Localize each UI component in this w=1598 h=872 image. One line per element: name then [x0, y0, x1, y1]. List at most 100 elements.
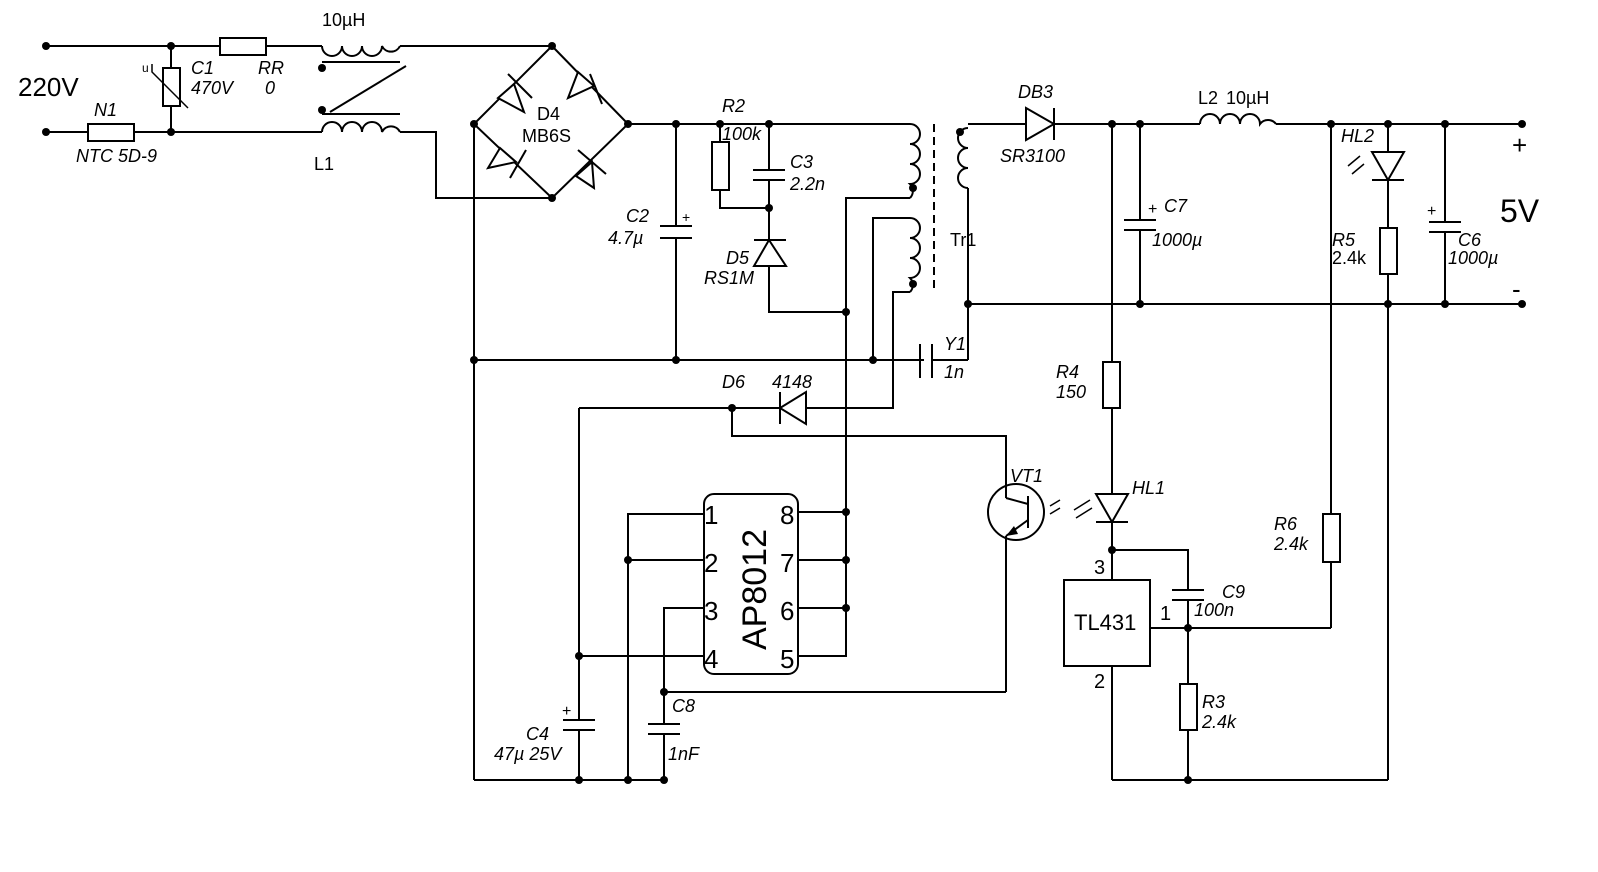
vt1-ref: VT1 — [1010, 466, 1043, 486]
output-minus-label: - — [1512, 274, 1521, 304]
r2-value: 100k — [722, 124, 762, 144]
varistor-mark: u — [142, 61, 149, 75]
resistor-r4 — [1102, 361, 1121, 409]
r4-value: 150 — [1056, 382, 1086, 402]
rr-value: 0 — [265, 78, 275, 98]
r5-ref: R5 — [1332, 230, 1356, 250]
y1-value: 1n — [944, 362, 964, 382]
l2-ref: L2 — [1198, 88, 1218, 108]
ap8012-pin-3: 3 — [704, 596, 718, 626]
transistor-vt1 — [987, 483, 1045, 541]
r4-ref: R4 — [1056, 362, 1079, 382]
choke-l1 — [318, 45, 407, 133]
d4-value: MB6S — [522, 126, 571, 146]
ic-tl431 — [1063, 579, 1151, 667]
c3-value: 2.2n — [789, 174, 825, 194]
led-hl2 — [1370, 151, 1406, 183]
ap8012-pin-8: 8 — [780, 500, 794, 530]
controller-section: D6 4148 VT1 AP8012 1 2 3 4 8 7 6 5 — [474, 308, 1061, 784]
ic-ap8012 — [703, 493, 799, 675]
ap8012-pin-4: 4 — [704, 644, 718, 674]
input-voltage-label: 220V — [18, 72, 79, 102]
inductor-l2 — [1199, 113, 1277, 127]
c4-value: 47µ 25V — [494, 744, 563, 764]
hl2-ref: HL2 — [1341, 126, 1374, 146]
input-section: 220V RR 0 N1 NTC 5D-9 u C1 470V — [18, 10, 552, 199]
n1-ref: N1 — [94, 100, 117, 120]
varistor-c1 — [162, 67, 181, 107]
ap8012-pin-1: 1 — [704, 500, 718, 530]
diode-db3 — [1025, 106, 1057, 142]
l1-value: 10µH — [322, 10, 365, 30]
db3-value: SR3100 — [1000, 146, 1065, 166]
transformer-tr1: Tr1 — [806, 123, 976, 656]
c4-ref: C4 — [526, 724, 549, 744]
c9-ref: C9 — [1222, 582, 1245, 602]
ap8012-pin-2: 2 — [704, 548, 718, 578]
l2-value: 10µH — [1226, 88, 1269, 108]
ap8012-ref: AP8012 — [736, 529, 774, 650]
thermistor-n1 — [87, 123, 135, 142]
output-plus-terminal — [1518, 120, 1526, 128]
l1-ref: L1 — [314, 154, 334, 174]
primary-bus: C2 4.7µ + R2 100k C3 2.2n D5 RS1M — [470, 96, 924, 780]
r5-value: 2.4k — [1332, 248, 1367, 268]
diode-d5 — [752, 238, 788, 267]
feedback-section: R4 150 HL1 TL431 3 1 2 C9 100n R3 2.4k — [1056, 124, 1388, 784]
ap8012-pin-7: 7 — [780, 548, 794, 578]
c2-value: 4.7µ — [608, 228, 643, 248]
c1-ref: C1 — [191, 58, 214, 78]
c8-value: 1nF — [668, 744, 700, 764]
d6-ref: D6 — [722, 372, 746, 392]
c6-plus: + — [1427, 203, 1436, 220]
ap8012-pin-5: 5 — [780, 644, 794, 674]
tl431-pin-2: 2 — [1094, 671, 1105, 693]
c2-plus: + — [682, 209, 690, 225]
c9-value: 100n — [1194, 600, 1234, 620]
c7-plus: + — [1148, 201, 1157, 218]
resistor-r3 — [1179, 683, 1198, 731]
n1-value: NTC 5D-9 — [76, 146, 157, 166]
r6-value: 2.4k — [1273, 534, 1309, 554]
resistor-r2 — [711, 141, 730, 191]
d5-ref: D5 — [726, 248, 750, 268]
c4-plus: + — [562, 703, 571, 720]
c6-value: 1000µ — [1448, 248, 1498, 268]
c7-value: 1000µ — [1152, 230, 1202, 250]
r6-ref: R6 — [1274, 514, 1298, 534]
db3-ref: DB3 — [1018, 82, 1053, 102]
diode-d6 — [778, 390, 807, 426]
c1-value: 470V — [191, 78, 235, 98]
c2-ref: C2 — [626, 206, 649, 226]
d4-ref: D4 — [537, 104, 560, 124]
tl431-pin-3: 3 — [1094, 557, 1105, 579]
tl431-pin-1: 1 — [1160, 603, 1171, 625]
r3-value: 2.4k — [1201, 712, 1237, 732]
bridge-d4: D4 MB6S — [470, 42, 632, 202]
hl1-ref: HL1 — [1132, 478, 1165, 498]
output-plus-label: + — [1512, 130, 1527, 160]
rr-ref: RR — [258, 58, 284, 78]
capacitor-y1: Y1 1n — [919, 334, 968, 382]
resistor-r6 — [1322, 513, 1341, 563]
ap8012-pin-6: 6 — [780, 596, 794, 626]
y1-ref: Y1 — [944, 334, 966, 354]
output-minus-terminal — [1518, 300, 1526, 308]
secondary-section: DB3 SR3100 + C7 1000µ L2 10µH H — [964, 82, 1540, 780]
c6-ref: C6 — [1458, 230, 1482, 250]
c8-ref: C8 — [672, 696, 695, 716]
tl431-ref: TL431 — [1074, 610, 1136, 635]
c7-ref: C7 — [1164, 196, 1188, 216]
r3-ref: R3 — [1202, 692, 1225, 712]
c3-ref: C3 — [790, 152, 813, 172]
tr1-ref: Tr1 — [950, 230, 976, 250]
output-voltage-label: 5V — [1500, 193, 1540, 229]
resistor-r5 — [1379, 227, 1398, 275]
d5-value: RS1M — [704, 268, 754, 288]
resistor-rr — [219, 37, 267, 56]
r2-ref: R2 — [722, 96, 745, 116]
led-hl1 — [1094, 493, 1130, 525]
varistor-slash — [151, 64, 189, 109]
d6-value: 4148 — [772, 372, 812, 392]
